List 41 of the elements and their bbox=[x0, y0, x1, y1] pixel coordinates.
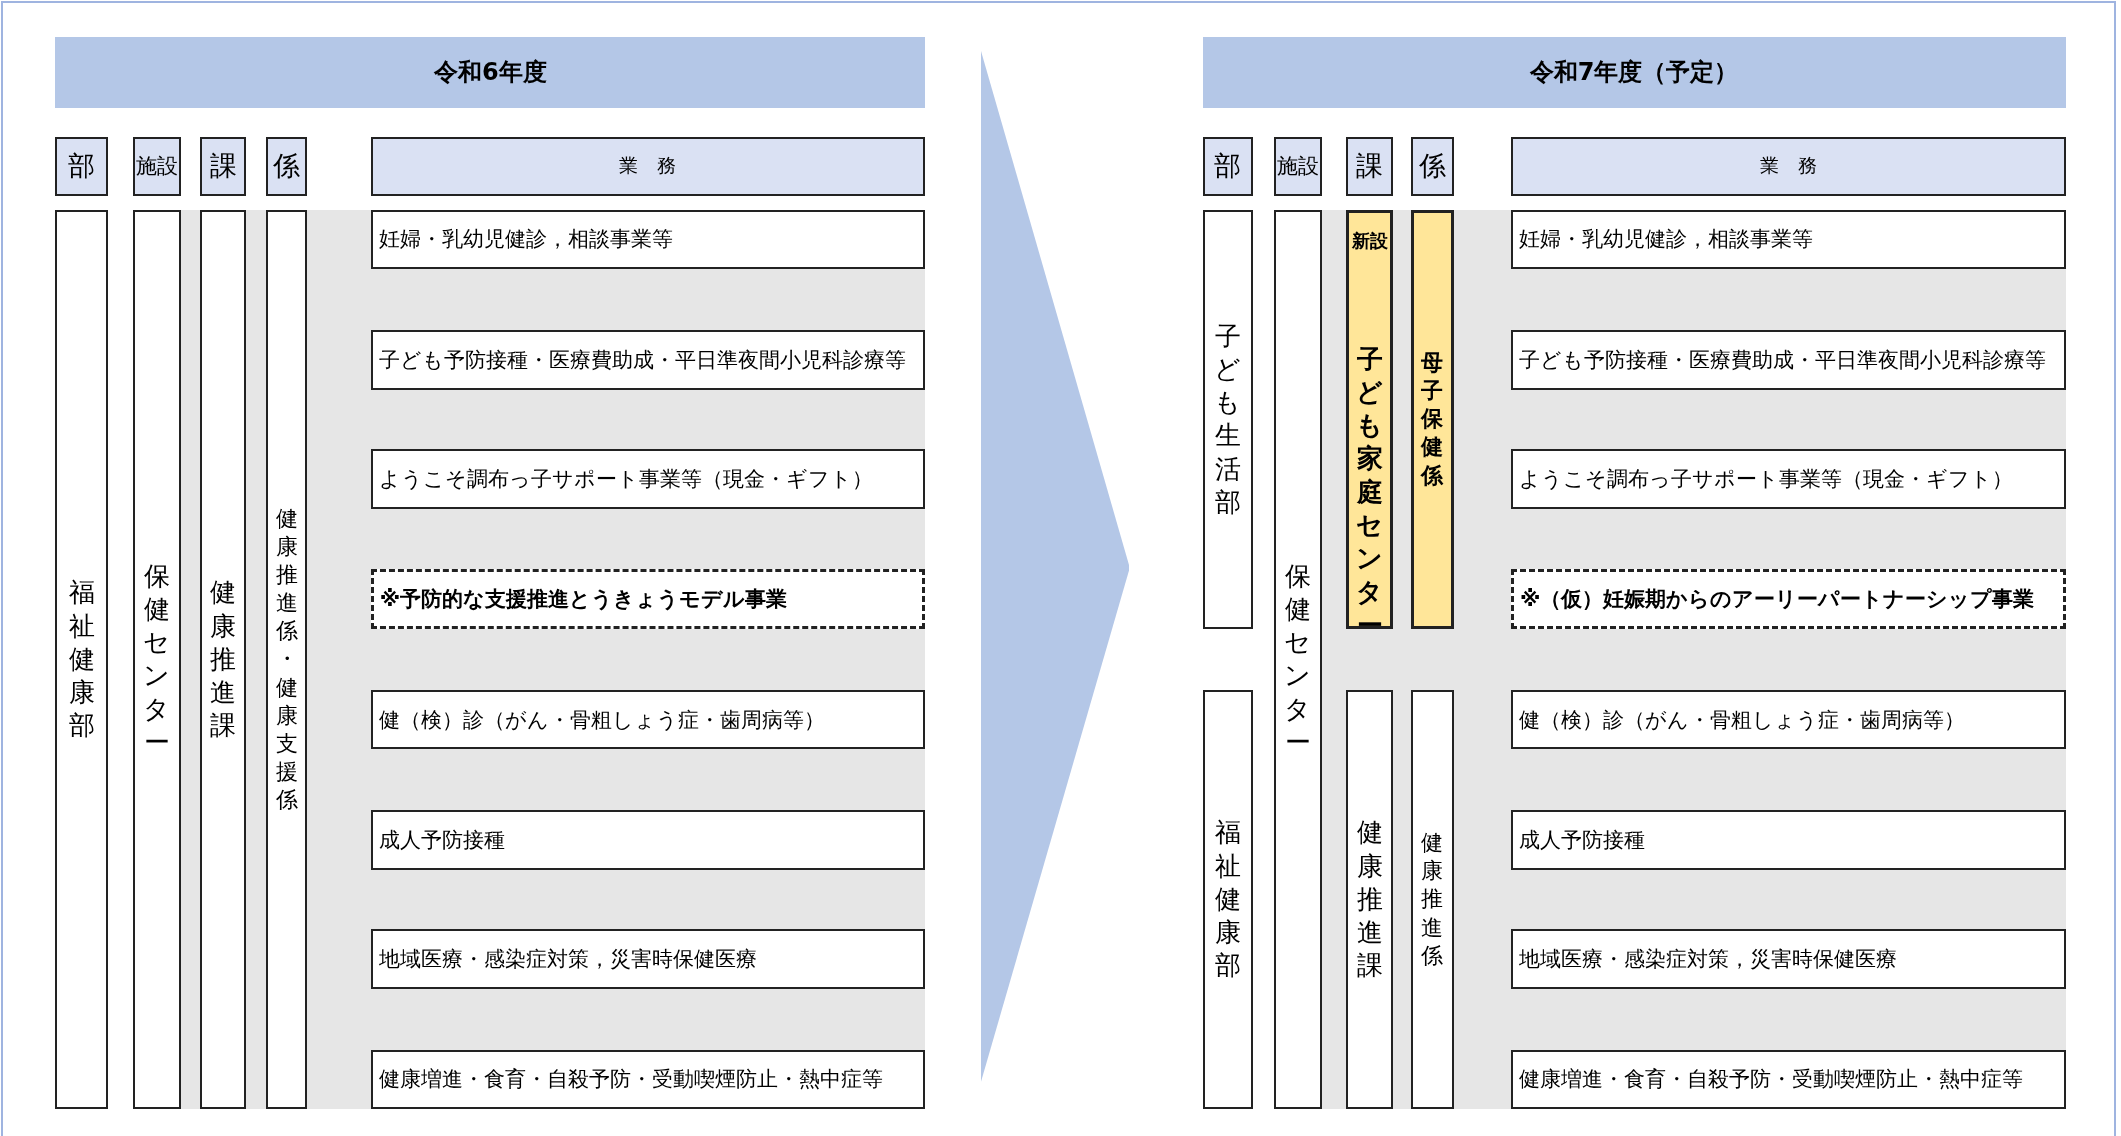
new-task-box: ※（仮）妊娠期からのアーリーパートナーシップ事業 bbox=[1510, 569, 2066, 629]
task-box: 妊婦・乳幼児健診，相談事業等 bbox=[1510, 209, 2066, 270]
task-box: 健（検）診（がん・骨粗しょう症・歯周病等） bbox=[1510, 689, 2066, 750]
org-unit-box: 健康推進課 bbox=[1345, 689, 1394, 1110]
task-box: 成人予防接種 bbox=[1510, 810, 2066, 870]
org-unit-box: 福祉健康部 bbox=[1202, 689, 1253, 1110]
year-header-band: 令和7年度（予定） bbox=[1202, 36, 2066, 109]
new-tag: 新設 bbox=[1351, 228, 1388, 253]
column-header: 施設 bbox=[1274, 136, 1322, 197]
new-unit-box bbox=[1345, 209, 1394, 629]
unit-name: 子ども家庭センター bbox=[1355, 342, 1384, 642]
column-header: 部 bbox=[55, 136, 109, 197]
column-header: 課 bbox=[200, 136, 247, 197]
column-header: 施設 bbox=[132, 136, 182, 197]
org-unit-box: 保健センター bbox=[132, 209, 182, 1110]
column-header: 部 bbox=[1202, 136, 1253, 197]
org-unit-box: 保健センター bbox=[1274, 209, 1322, 1110]
column-header: 業 務 bbox=[1510, 136, 2066, 197]
org-unit-box: 健康推進係 bbox=[1410, 689, 1455, 1110]
column-header: 係 bbox=[266, 136, 308, 197]
year-header-band: 令和6年度 bbox=[55, 36, 926, 109]
task-box: 健康増進・食育・自殺予防・受動喫煙防止・熱中症等 bbox=[1510, 1049, 2066, 1110]
org-unit-box: 福祉健康部 bbox=[55, 209, 109, 1110]
org-unit-box: 健康推進課 bbox=[200, 209, 247, 1110]
org-unit-box: 子ども生活部 bbox=[1202, 209, 1253, 629]
task-box: ようこそ調布っ子サポート事業等（現金・ギフト） bbox=[1510, 449, 2066, 509]
column-header: 業 務 bbox=[370, 136, 926, 197]
task-box: 子ども予防接種・医療費助成・平日準夜間小児科診療等 bbox=[1510, 330, 2066, 390]
new-unit-box: 母子保健係 bbox=[1410, 209, 1455, 629]
task-box: 成人予防接種 bbox=[370, 810, 926, 870]
new-task-box: ※予防的な支援推進とうきょうモデル事業 bbox=[370, 569, 926, 629]
task-box: 地域医療・感染症対策，災害時保健医療 bbox=[1510, 929, 2066, 989]
task-box: 妊婦・乳幼児健診，相談事業等 bbox=[370, 209, 926, 270]
task-box: 子ども予防接種・医療費助成・平日準夜間小児科診療等 bbox=[370, 330, 926, 390]
task-box: ようこそ調布っ子サポート事業等（現金・ギフト） bbox=[370, 449, 926, 509]
task-box: 地域医療・感染症対策，災害時保健医療 bbox=[370, 929, 926, 989]
column-header: 課 bbox=[1345, 136, 1394, 197]
task-box: 健（検）診（がん・骨粗しょう症・歯周病等） bbox=[370, 689, 926, 750]
org-unit-box: 健康推進係・健康支援係 bbox=[266, 209, 308, 1110]
column-header: 係 bbox=[1410, 136, 1455, 197]
task-box: 健康増進・食育・自殺予防・受動喫煙防止・熱中症等 bbox=[370, 1049, 926, 1110]
